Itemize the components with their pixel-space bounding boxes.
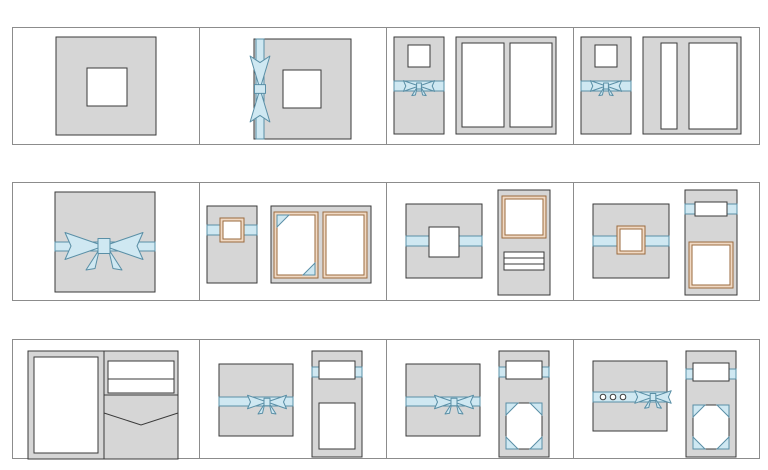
bow-tail-right [455, 403, 464, 415]
design-row [12, 27, 760, 145]
photo-corner [505, 435, 520, 450]
bow [247, 394, 287, 415]
frame-opening [691, 244, 731, 286]
bow-tail-left [85, 248, 100, 271]
bow [589, 80, 623, 97]
bow-knot [450, 397, 458, 407]
inner-panel [509, 42, 553, 128]
bow-tail-right [420, 86, 427, 97]
pocket-flap [103, 394, 179, 426]
insert-card [107, 378, 175, 394]
label-window [692, 362, 730, 382]
window [86, 67, 128, 107]
bow-loop-left [589, 80, 607, 92]
insert-card [107, 360, 175, 380]
photo-corner [528, 435, 543, 450]
bow [434, 394, 474, 415]
bow-knot [254, 84, 266, 94]
design-panel [55, 36, 157, 136]
bow-knot [603, 82, 609, 90]
bow-loop-right [605, 80, 623, 92]
photo-corner [301, 261, 316, 276]
bow-tail-right [654, 397, 662, 409]
label-window [694, 201, 728, 217]
button-dot [599, 393, 607, 401]
photo-corner [528, 402, 543, 417]
bow [402, 80, 436, 97]
photo-corner [715, 404, 730, 419]
bow-loop-left [247, 394, 268, 410]
corner-window [692, 404, 730, 450]
bow-loop-right [652, 390, 672, 404]
frame-opening [504, 198, 544, 236]
frame-opening [619, 228, 643, 252]
bow [64, 232, 144, 271]
bow-loop-right [453, 394, 474, 410]
inner-panel [33, 356, 99, 454]
window [428, 226, 460, 258]
bow-loop-left [402, 80, 420, 92]
bow-tail-left [644, 397, 652, 409]
window [594, 44, 618, 68]
bow-knot [97, 238, 111, 254]
frame-opening [222, 220, 242, 240]
design-row [12, 182, 760, 301]
bow-knot [263, 397, 271, 407]
bow-tail-left [411, 86, 418, 97]
bow-knot [649, 393, 657, 401]
inner-pocket-strip [660, 42, 678, 130]
photo-corner [276, 214, 291, 229]
corner-window [505, 402, 543, 450]
photo-corner [692, 435, 707, 450]
bow-tail-left [257, 403, 266, 415]
bow-loop-right [418, 80, 436, 92]
window [407, 44, 431, 68]
lined-insert [503, 251, 545, 271]
button-dot [619, 393, 627, 401]
photo-corner [692, 404, 707, 419]
bow-loop-right [266, 394, 287, 410]
design-panel [199, 27, 352, 145]
bow-loop-bottom [249, 88, 271, 123]
photo-corner [505, 402, 520, 417]
bow-loop-left [634, 390, 654, 404]
bow-knot [416, 82, 422, 90]
design-panel [27, 350, 179, 460]
bow-tail-left [598, 86, 605, 97]
bow [249, 55, 271, 123]
bow-tail-right [108, 248, 123, 271]
bow-loop-left [64, 232, 105, 260]
design-panel [573, 27, 742, 145]
design-panel [386, 339, 550, 459]
bow-loop-left [434, 394, 455, 410]
bow-tail-left [444, 403, 453, 415]
design-panel [573, 182, 738, 301]
bow [634, 390, 672, 409]
bow-tail-right [607, 86, 614, 97]
bow-loop-right [103, 232, 144, 260]
bow-tail-right [268, 403, 277, 415]
button-dot [609, 393, 617, 401]
design-panel [386, 27, 557, 145]
window [318, 402, 356, 450]
frame-opening [276, 214, 316, 276]
inner-panel [461, 42, 505, 128]
frame-opening [325, 214, 365, 276]
window [282, 69, 322, 109]
design-panel [386, 182, 551, 301]
label-window [505, 360, 543, 380]
design-panel [573, 339, 737, 459]
photo-corner [715, 435, 730, 450]
label-window [318, 360, 356, 380]
design-panel [199, 339, 363, 459]
design-row [12, 339, 760, 460]
inner-panel [688, 42, 738, 130]
design-panel [199, 182, 372, 301]
card [55, 36, 157, 136]
design-panel [54, 191, 156, 293]
bow-loop-top [249, 55, 271, 90]
